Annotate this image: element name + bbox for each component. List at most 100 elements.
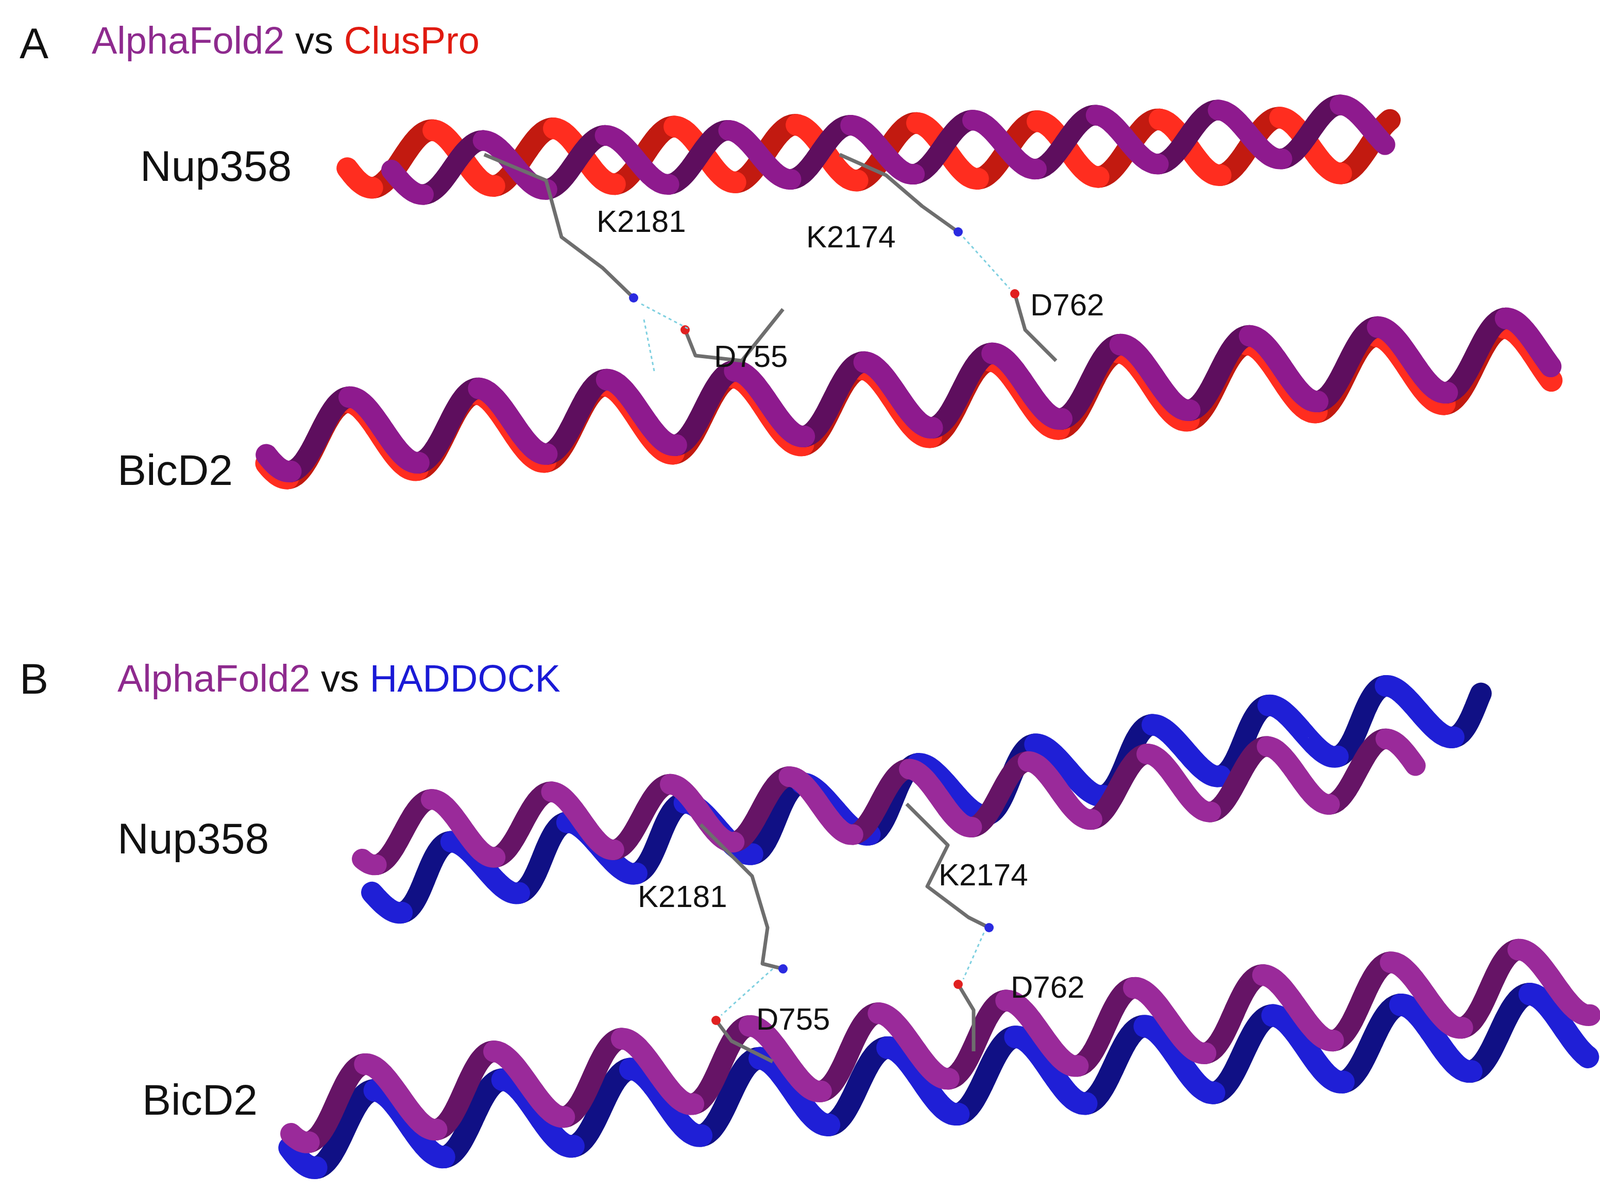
residue-label: K2181 bbox=[637, 880, 728, 912]
helix-ribbon bbox=[1249, 335, 1318, 402]
helix-ribbon bbox=[972, 120, 1037, 169]
side-chain-atom bbox=[953, 227, 963, 237]
helix-ribbon bbox=[391, 169, 424, 195]
helix-ribbon bbox=[1096, 114, 1159, 164]
panel-title-word: HADDOCK bbox=[369, 659, 561, 698]
helix-ribbon bbox=[1189, 335, 1250, 411]
residue-label: D762 bbox=[1010, 971, 1085, 1003]
helix-ribbon bbox=[371, 892, 402, 913]
helix-ribbon bbox=[1282, 105, 1341, 160]
helix-ribbon bbox=[853, 768, 910, 834]
panel-title-word: vs bbox=[320, 659, 360, 698]
helix-ribbon bbox=[878, 1012, 949, 1079]
helix-ribbon bbox=[494, 1050, 565, 1117]
side-chain bbox=[839, 154, 959, 232]
helix-ribbon bbox=[749, 1025, 822, 1092]
side-chain-atom bbox=[711, 1015, 721, 1025]
side-chain-atom bbox=[778, 963, 788, 974]
helix-ribbon bbox=[1447, 318, 1506, 393]
residue-label: D755 bbox=[713, 341, 788, 372]
side-chain-atom bbox=[1010, 288, 1020, 299]
h-bond bbox=[641, 303, 691, 330]
helix-ribbon bbox=[1006, 1000, 1078, 1066]
helix-ribbon bbox=[478, 388, 547, 454]
helix-ribbon bbox=[850, 125, 915, 175]
helix-ribbon bbox=[291, 1133, 310, 1143]
helix-ribbon bbox=[914, 120, 973, 175]
helix-ribbon bbox=[1390, 961, 1463, 1028]
helix-ribbon bbox=[376, 798, 432, 865]
helix-ribbon bbox=[864, 362, 933, 428]
helix-ribbon bbox=[1028, 761, 1093, 820]
helix-ribbon bbox=[1061, 344, 1121, 419]
helix-ribbon bbox=[992, 353, 1062, 419]
panel-label: BicD2 bbox=[117, 448, 233, 492]
helix-ribbon bbox=[551, 791, 615, 850]
panel-title-word: AlphaFold2 bbox=[117, 659, 311, 698]
helix-ribbon bbox=[789, 776, 854, 835]
helix-ribbon bbox=[1263, 974, 1334, 1041]
helix-ribbon bbox=[790, 125, 851, 180]
helix-ribbon bbox=[1329, 738, 1386, 805]
helix-ribbon bbox=[971, 761, 1028, 827]
side-chain-atom bbox=[680, 325, 690, 335]
side-chain-atom bbox=[984, 922, 994, 932]
helix-ribbon bbox=[669, 130, 729, 185]
helix-ribbon bbox=[1518, 949, 1590, 1015]
helix-ribbon bbox=[483, 140, 548, 190]
helix-ribbon bbox=[734, 776, 789, 842]
side-chain-atom bbox=[628, 293, 639, 303]
side-chain bbox=[958, 983, 974, 1051]
helix-ribbon bbox=[1120, 344, 1190, 411]
helix-ribbon bbox=[932, 353, 993, 428]
helix-ribbon bbox=[1133, 987, 1206, 1053]
panel-title-word: vs bbox=[295, 21, 334, 60]
helix-ribbon bbox=[546, 379, 607, 454]
h-bond bbox=[643, 319, 655, 371]
helix-ribbon bbox=[1505, 318, 1552, 367]
helix-ribbon bbox=[364, 1063, 437, 1130]
panel-title-word: AlphaFold2 bbox=[91, 21, 285, 60]
panel-label: B bbox=[19, 656, 49, 701]
helix-ribbon bbox=[1385, 738, 1416, 766]
helix-ribbon bbox=[1218, 110, 1283, 160]
residue-label: K2181 bbox=[596, 206, 687, 237]
helix-ribbon bbox=[1377, 327, 1448, 393]
h-bond bbox=[963, 932, 984, 979]
helix-ribbon bbox=[1092, 753, 1147, 820]
helix-ribbon bbox=[1333, 961, 1391, 1041]
helix-ribbon bbox=[614, 784, 671, 850]
helix-ribbon bbox=[495, 791, 552, 858]
helix-ribbon bbox=[1077, 987, 1134, 1066]
side-chain-atom bbox=[953, 979, 963, 989]
helix-ribbon bbox=[1158, 110, 1219, 165]
helix-ribbon bbox=[606, 379, 677, 446]
helix-ribbon bbox=[266, 454, 291, 472]
helix-ribbon bbox=[1462, 949, 1519, 1028]
panel-title-word: ClusPro bbox=[344, 21, 480, 60]
helix-ribbon bbox=[621, 1038, 694, 1104]
helix-ribbon bbox=[349, 397, 419, 463]
helix-ribbon bbox=[418, 388, 480, 463]
helix-ribbon bbox=[804, 362, 865, 437]
helix-ribbon bbox=[291, 397, 350, 472]
helix-ribbon bbox=[547, 135, 606, 190]
helix-ribbon bbox=[423, 140, 484, 195]
helix-ribbon bbox=[1317, 327, 1378, 402]
helix-ribbon bbox=[1036, 114, 1097, 169]
panel-label: A bbox=[19, 21, 49, 65]
helix-ribbon bbox=[1205, 974, 1264, 1053]
helix-ribbon bbox=[948, 1000, 1007, 1079]
h-bond bbox=[963, 236, 1010, 289]
helix-ribbon bbox=[1385, 685, 1454, 738]
helix-ribbon bbox=[1146, 753, 1211, 812]
helix-ribbon bbox=[1267, 745, 1330, 805]
helix-ribbon bbox=[564, 1038, 622, 1117]
helix-ribbon bbox=[670, 784, 735, 843]
helix-ribbon bbox=[431, 798, 496, 858]
helix-ribbon bbox=[605, 135, 670, 185]
helix-ribbon bbox=[728, 130, 791, 180]
panel-label: Nup358 bbox=[140, 144, 292, 188]
helix-ribbon bbox=[347, 167, 373, 188]
residue-label: D755 bbox=[756, 1003, 830, 1035]
